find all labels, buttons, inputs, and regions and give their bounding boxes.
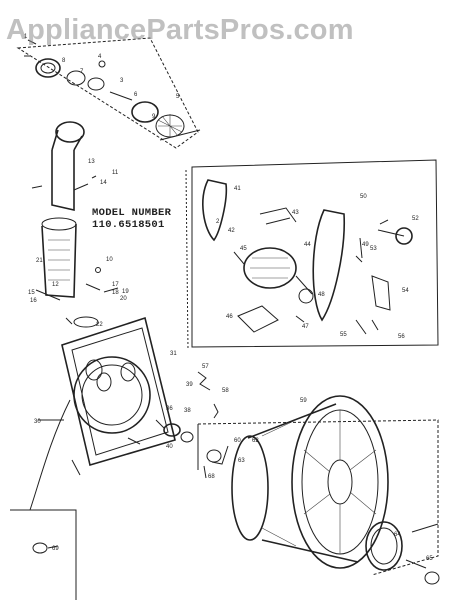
callout: 50 bbox=[360, 194, 367, 200]
model-number-value: 110.6518501 bbox=[92, 219, 165, 231]
motor-box bbox=[185, 159, 439, 351]
callout: 7 bbox=[80, 69, 84, 75]
callout: 17 bbox=[112, 282, 119, 288]
callout: 14 bbox=[100, 180, 107, 186]
model-number-block: MODEL NUMBER 110.6518501 bbox=[92, 207, 171, 231]
idler-assembly bbox=[155, 371, 219, 443]
callout: 58 bbox=[222, 388, 229, 394]
callout: 1 bbox=[24, 34, 28, 40]
callout: 22 bbox=[96, 322, 103, 328]
callout: 48 bbox=[318, 292, 325, 298]
callout: 49 bbox=[362, 242, 369, 248]
callout: 20 bbox=[120, 296, 127, 302]
callout: 54 bbox=[402, 288, 409, 294]
callout: 59 bbox=[300, 398, 307, 404]
callout: 69 bbox=[52, 546, 59, 552]
callout: 3 bbox=[120, 78, 124, 84]
callout: 9 bbox=[152, 114, 156, 120]
callout: 10 bbox=[106, 257, 113, 263]
callout: 5 bbox=[176, 94, 180, 100]
callout: 19 bbox=[122, 289, 129, 295]
callout: 16 bbox=[30, 298, 37, 304]
callout: 41 bbox=[234, 186, 241, 192]
callout: 21 bbox=[36, 258, 43, 264]
callout: 36 bbox=[166, 406, 173, 412]
drum bbox=[231, 395, 440, 585]
callout: 45 bbox=[240, 246, 247, 252]
callout: 18 bbox=[112, 290, 119, 296]
rear-drum-panel bbox=[197, 419, 439, 576]
callout: 15 bbox=[28, 290, 35, 296]
callout: 11 bbox=[112, 170, 119, 176]
front-bulkhead bbox=[29, 316, 176, 511]
callout: 6 bbox=[134, 92, 138, 98]
callout: 4 bbox=[98, 54, 102, 60]
model-number-label: MODEL NUMBER bbox=[92, 207, 172, 219]
callout: 60 bbox=[234, 438, 241, 444]
callout: 43 bbox=[292, 210, 299, 216]
callout: 46 bbox=[226, 314, 233, 320]
callout: 55 bbox=[340, 332, 347, 338]
callout-labels: 1 2 3 4 5 6 7 8 9 10 11 12 13 14 15 16 1… bbox=[24, 34, 433, 562]
watermark-text: AppliancePartsPros.com bbox=[6, 14, 354, 46]
callout: 13 bbox=[88, 159, 95, 165]
callout: 56 bbox=[398, 334, 405, 340]
callout: 31 bbox=[170, 351, 177, 357]
blower-assembly bbox=[16, 37, 201, 149]
callout: 52 bbox=[412, 216, 419, 222]
exhaust-duct bbox=[31, 121, 97, 212]
callout: 68 bbox=[208, 474, 215, 480]
callout: 64 bbox=[394, 532, 401, 538]
callout: 57 bbox=[202, 364, 209, 370]
callout: 47 bbox=[302, 324, 309, 330]
callout: 63 bbox=[238, 458, 245, 464]
callout: 42 bbox=[228, 228, 235, 234]
lower-left-bracket bbox=[10, 509, 77, 600]
callout: 8 bbox=[62, 58, 66, 64]
callout: 65 bbox=[426, 556, 433, 562]
callout: 12 bbox=[52, 282, 59, 288]
callout: 2 bbox=[216, 219, 220, 225]
callout: 30 bbox=[34, 419, 41, 425]
callout: 53 bbox=[370, 246, 377, 252]
callout: 39 bbox=[186, 382, 193, 388]
lint-duct bbox=[35, 217, 119, 328]
callout: 40 bbox=[166, 444, 173, 450]
callout: 38 bbox=[184, 408, 191, 414]
callout: 62 bbox=[252, 438, 259, 444]
callout: 44 bbox=[304, 242, 311, 248]
